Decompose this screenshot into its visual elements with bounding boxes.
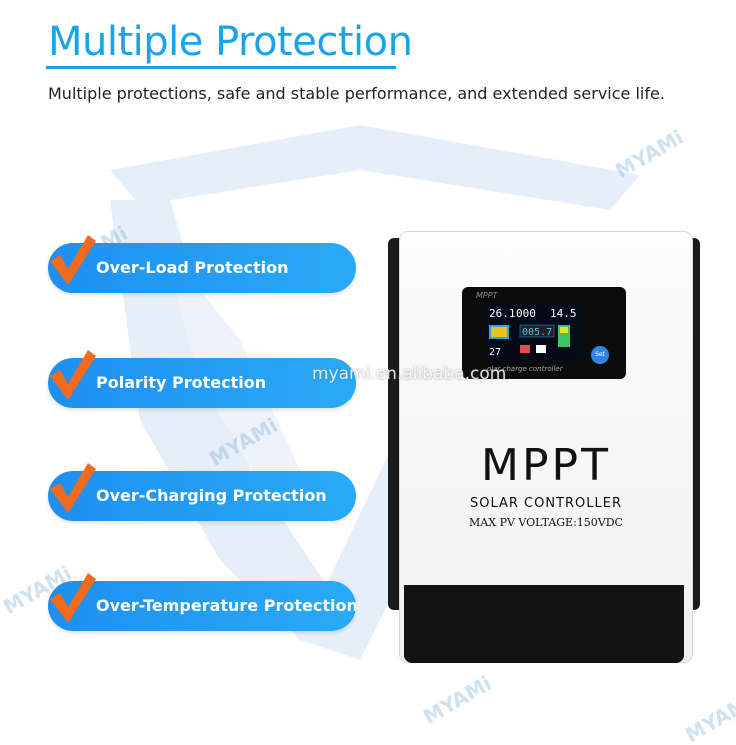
set-button[interactable]: Set: [591, 346, 609, 364]
lcd-brand: MPPT: [476, 291, 498, 300]
device-subtitle: SOLAR CONTROLLER: [469, 496, 623, 511]
lcd-caption: olar charge controller: [487, 365, 563, 373]
device-voltage: MAX PV VOLTAGE:150VDC: [469, 516, 623, 529]
lcd-screen: 26.1 000 14.5 005.7 27: [486, 303, 582, 361]
page-subtitle: Multiple protections, safe and stable pe…: [48, 84, 665, 103]
lcd-battery-voltage: 14.5: [550, 307, 577, 320]
title-underline: [46, 66, 396, 69]
lcd-energy: 005.7: [522, 327, 552, 338]
feature-pill-overload: Over-Load Protection: [48, 235, 356, 293]
device-title: MPPT: [481, 440, 611, 491]
check-icon: [50, 235, 96, 285]
lcd-temp: 27: [489, 347, 501, 358]
lcd-current: 000: [516, 307, 536, 320]
feature-pill-overtemperature: Over-Temperature Protection: [48, 573, 358, 631]
feature-label: Polarity Protection: [96, 373, 267, 392]
lcd-pv-voltage: 26.1: [489, 307, 516, 320]
watermark-url: myami.en.alibaba.com: [312, 364, 507, 384]
feature-pill-polarity: Polarity Protection: [48, 350, 356, 408]
feature-label: Over-Load Protection: [96, 258, 289, 277]
page-title: Multiple Protection: [48, 19, 413, 65]
check-icon: [50, 350, 96, 400]
feature-label: Over-Temperature Protection: [96, 596, 358, 615]
controller-base: [404, 585, 684, 663]
check-icon: [50, 573, 96, 623]
feature-label: Over-Charging Protection: [96, 486, 327, 505]
check-icon: [50, 463, 96, 513]
feature-pill-overcharging: Over-Charging Protection: [48, 463, 356, 521]
